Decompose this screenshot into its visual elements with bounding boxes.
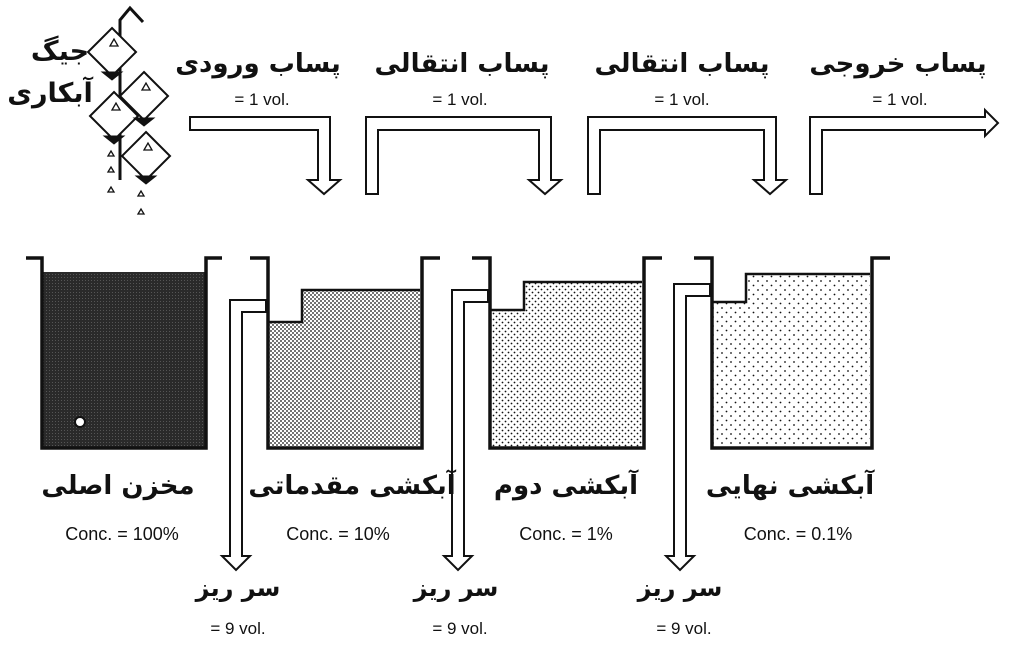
- tank-label-rinse3: آبکشی نهایی: [706, 469, 875, 501]
- tank-rinse2: [472, 256, 662, 450]
- tank-rinse3: [694, 256, 890, 450]
- tank-main-fill: [42, 272, 206, 448]
- tank-conc-main: Conc. = 100%: [65, 524, 179, 544]
- flow-label-inlet: پساب ورودی: [175, 49, 341, 79]
- overflow-weir-2: [490, 280, 642, 312]
- tank-conc-rinse2: Conc. = 1%: [519, 524, 613, 544]
- tank-label-rinse1: آبکشی مقدماتی: [248, 469, 456, 501]
- flow-arrow-outlet: [809, 107, 1000, 195]
- tank-conc-rinse1: Conc. = 10%: [286, 524, 390, 544]
- flow-volume-transfer-2: = 1 vol.: [654, 90, 709, 109]
- flow-arrow-transfer-1: [365, 116, 564, 196]
- tank-rinse1: [250, 256, 440, 450]
- overflow-arrow-2: [441, 289, 489, 572]
- overflow-label-2: سر ریز: [413, 574, 499, 602]
- tank-main-bubble: [74, 416, 86, 428]
- jig-label-line2: آبکاری: [7, 76, 93, 109]
- overflow-label-1: سر ریز: [195, 574, 281, 602]
- flow-label-transfer-1: پساب انتقالی: [375, 49, 550, 79]
- overflow-volume-1: = 9 vol.: [210, 619, 265, 638]
- jig-label-line1: جیگ: [31, 35, 89, 67]
- overflow-arrow-3: [663, 283, 711, 572]
- tank-label-main: مخزن اصلی: [41, 471, 194, 501]
- flow-arrow-inlet: [189, 116, 343, 196]
- plating-jig: [86, 5, 172, 215]
- flow-volume-inlet: = 1 vol.: [234, 90, 289, 109]
- tank-rinse1-fill: [268, 290, 420, 448]
- flow-volume-outlet: = 1 vol.: [872, 90, 927, 109]
- tank-conc-rinse3: Conc. = 0.1%: [744, 524, 853, 544]
- overflow-weir-3: [712, 272, 870, 304]
- overflow-volume-3: = 9 vol.: [656, 619, 711, 638]
- flow-label-transfer-2: پساب انتقالی: [595, 49, 770, 79]
- overflow-label-3: سر ریز: [637, 574, 723, 602]
- tank-label-rinse2: آبکشی دوم: [494, 469, 639, 501]
- flow-volume-transfer-1: = 1 vol.: [432, 90, 487, 109]
- tank-rinse3-fill: [712, 274, 870, 448]
- overflow-arrow-1: [219, 299, 267, 572]
- overflow-weir-1: [268, 288, 420, 324]
- overflow-volume-2: = 9 vol.: [432, 619, 487, 638]
- tank-main: [26, 256, 222, 450]
- flow-label-outlet: پساب خروجی: [809, 49, 986, 79]
- flow-arrow-transfer-2: [587, 116, 789, 196]
- tank-rinse2-fill: [490, 282, 642, 448]
